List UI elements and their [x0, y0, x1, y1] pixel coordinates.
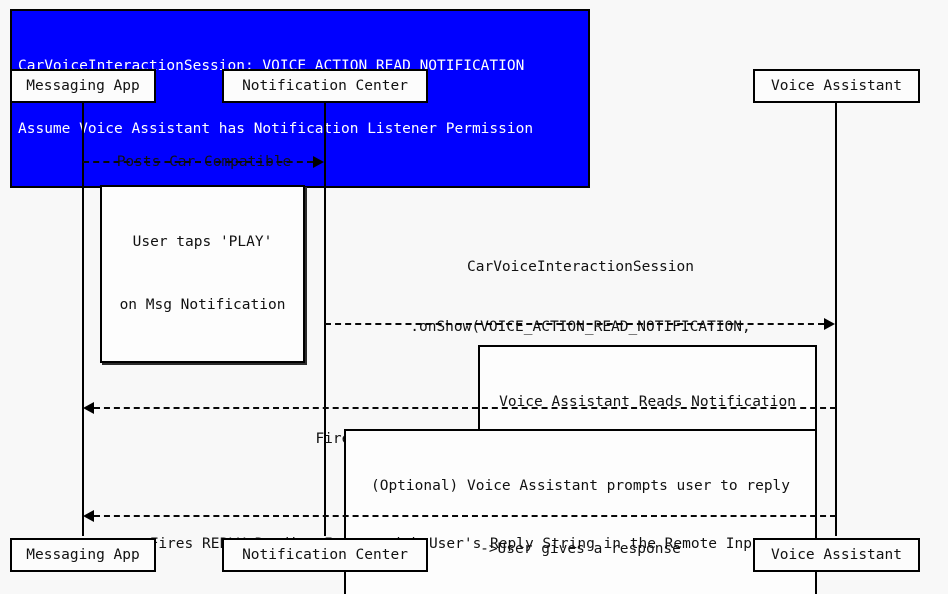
message-arrow-onshow	[325, 323, 824, 325]
arrow-head-posts-notification	[313, 156, 324, 168]
message-arrow-posts-notification	[83, 161, 313, 163]
note-user-taps-play-line-2: on Msg Notification	[119, 297, 286, 313]
arrow-head-onshow	[824, 318, 835, 330]
note-user-taps-play: User taps 'PLAY' on Msg Notification	[100, 185, 305, 363]
arrow-head-reply-intent	[83, 510, 94, 522]
arrow-head-mark-as-read	[83, 402, 94, 414]
note-voice-assistant-reads-line-1: Voice Assistant Reads Notification	[499, 394, 796, 410]
participant-top-messaging-app[interactable]: Messaging App	[10, 69, 156, 103]
message-label-onshow-line-1: CarVoiceInteractionSession	[467, 259, 694, 275]
lifeline-messaging-app	[82, 103, 84, 536]
message-arrow-reply-intent	[94, 515, 836, 517]
note-optional-reply-line-2: ->User gives a response	[480, 541, 681, 557]
lifeline-notification-center	[324, 103, 326, 536]
note-optional-reply-line-1: (Optional) Voice Assistant prompts user …	[370, 478, 791, 494]
message-label-onshow-line-2: .onShow(VOICE_ACTION_READ_NOTIFICATION,	[410, 319, 751, 335]
participant-top-voice-assistant[interactable]: Voice Assistant	[753, 69, 920, 103]
participant-bottom-notification-center[interactable]: Notification Center	[222, 538, 428, 572]
title-line-2: Assume Voice Assistant has Notification …	[18, 121, 534, 137]
message-label-reply-intent-line-1: Fires REPLY Pending Intent with User's R…	[149, 536, 770, 552]
participant-top-notification-center[interactable]: Notification Center	[222, 69, 428, 103]
participant-bottom-voice-assistant[interactable]: Voice Assistant	[753, 538, 920, 572]
note-user-taps-play-line-1: User taps 'PLAY'	[132, 234, 273, 250]
message-arrow-mark-as-read	[94, 407, 836, 409]
lifeline-voice-assistant	[835, 103, 837, 536]
message-label-reply-intent: Fires REPLY Pending Intent with User's R…	[83, 494, 836, 594]
participant-bottom-messaging-app[interactable]: Messaging App	[10, 538, 156, 572]
